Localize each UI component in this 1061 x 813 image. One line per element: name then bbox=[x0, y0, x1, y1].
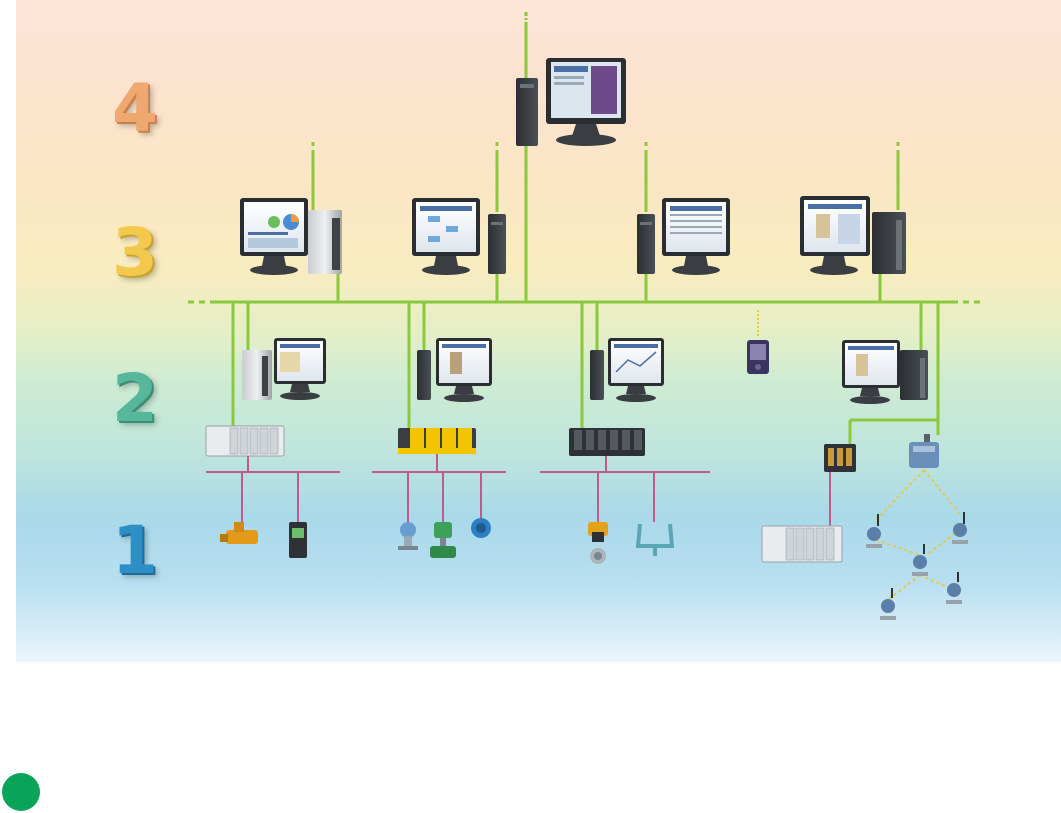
monitor-icon bbox=[662, 198, 730, 275]
level3-workstation-1 bbox=[240, 198, 342, 275]
network-topology bbox=[16, 0, 1061, 662]
monitor-icon bbox=[412, 198, 480, 275]
wireless-transmitter-icon bbox=[912, 544, 928, 576]
wireless-transmitter-icon bbox=[880, 588, 896, 620]
level3-workstation-3 bbox=[637, 198, 730, 275]
monitor-icon bbox=[800, 196, 870, 275]
tower-pc-icon bbox=[516, 78, 538, 146]
tower-pc-icon bbox=[590, 350, 604, 400]
level3-workstation-2 bbox=[412, 198, 506, 275]
valve-actuator-icon bbox=[220, 522, 258, 544]
field-buses bbox=[206, 454, 830, 528]
monitor-icon bbox=[436, 338, 492, 402]
level2-workstation-1 bbox=[242, 338, 326, 400]
wireless-transmitter-icon bbox=[946, 572, 962, 604]
level2-workstation-2 bbox=[417, 338, 492, 402]
wireless-transmitters bbox=[866, 512, 968, 620]
tower-pc-icon bbox=[417, 350, 431, 400]
level2-workstation-3 bbox=[590, 338, 664, 402]
wireless-mesh bbox=[876, 470, 960, 600]
monitor-icon bbox=[546, 58, 626, 146]
network-hierarchy-diagram: 4 3 2 1 bbox=[16, 0, 1061, 662]
level4-workstation bbox=[516, 58, 626, 146]
monitor-icon bbox=[842, 340, 900, 404]
level2-io-module bbox=[824, 444, 856, 472]
control-valve-icon bbox=[430, 522, 456, 558]
level2-controller-2 bbox=[398, 428, 476, 454]
controller-rack-icon bbox=[762, 526, 842, 562]
transmitter-icon bbox=[471, 518, 491, 538]
wireless-gateway-icon bbox=[909, 434, 939, 468]
level3-workstation-4 bbox=[800, 196, 906, 275]
bus-terminators bbox=[188, 12, 980, 302]
monitor-icon bbox=[240, 198, 308, 275]
level2-controller-1 bbox=[206, 426, 284, 456]
level2-controller-3 bbox=[569, 428, 645, 456]
status-dot bbox=[2, 773, 40, 811]
level2-workstation-4 bbox=[842, 340, 928, 404]
handheld-device-icon bbox=[747, 340, 769, 374]
wireless-transmitter-icon bbox=[952, 512, 968, 544]
flowmeter-icon bbox=[638, 524, 672, 556]
transmitter-icon bbox=[398, 522, 418, 550]
drive-module-icon bbox=[289, 522, 307, 558]
valve-icon bbox=[588, 522, 608, 564]
monitor-icon bbox=[608, 338, 664, 402]
wireless-transmitter-icon bbox=[866, 514, 882, 548]
monitor-icon bbox=[274, 338, 326, 400]
